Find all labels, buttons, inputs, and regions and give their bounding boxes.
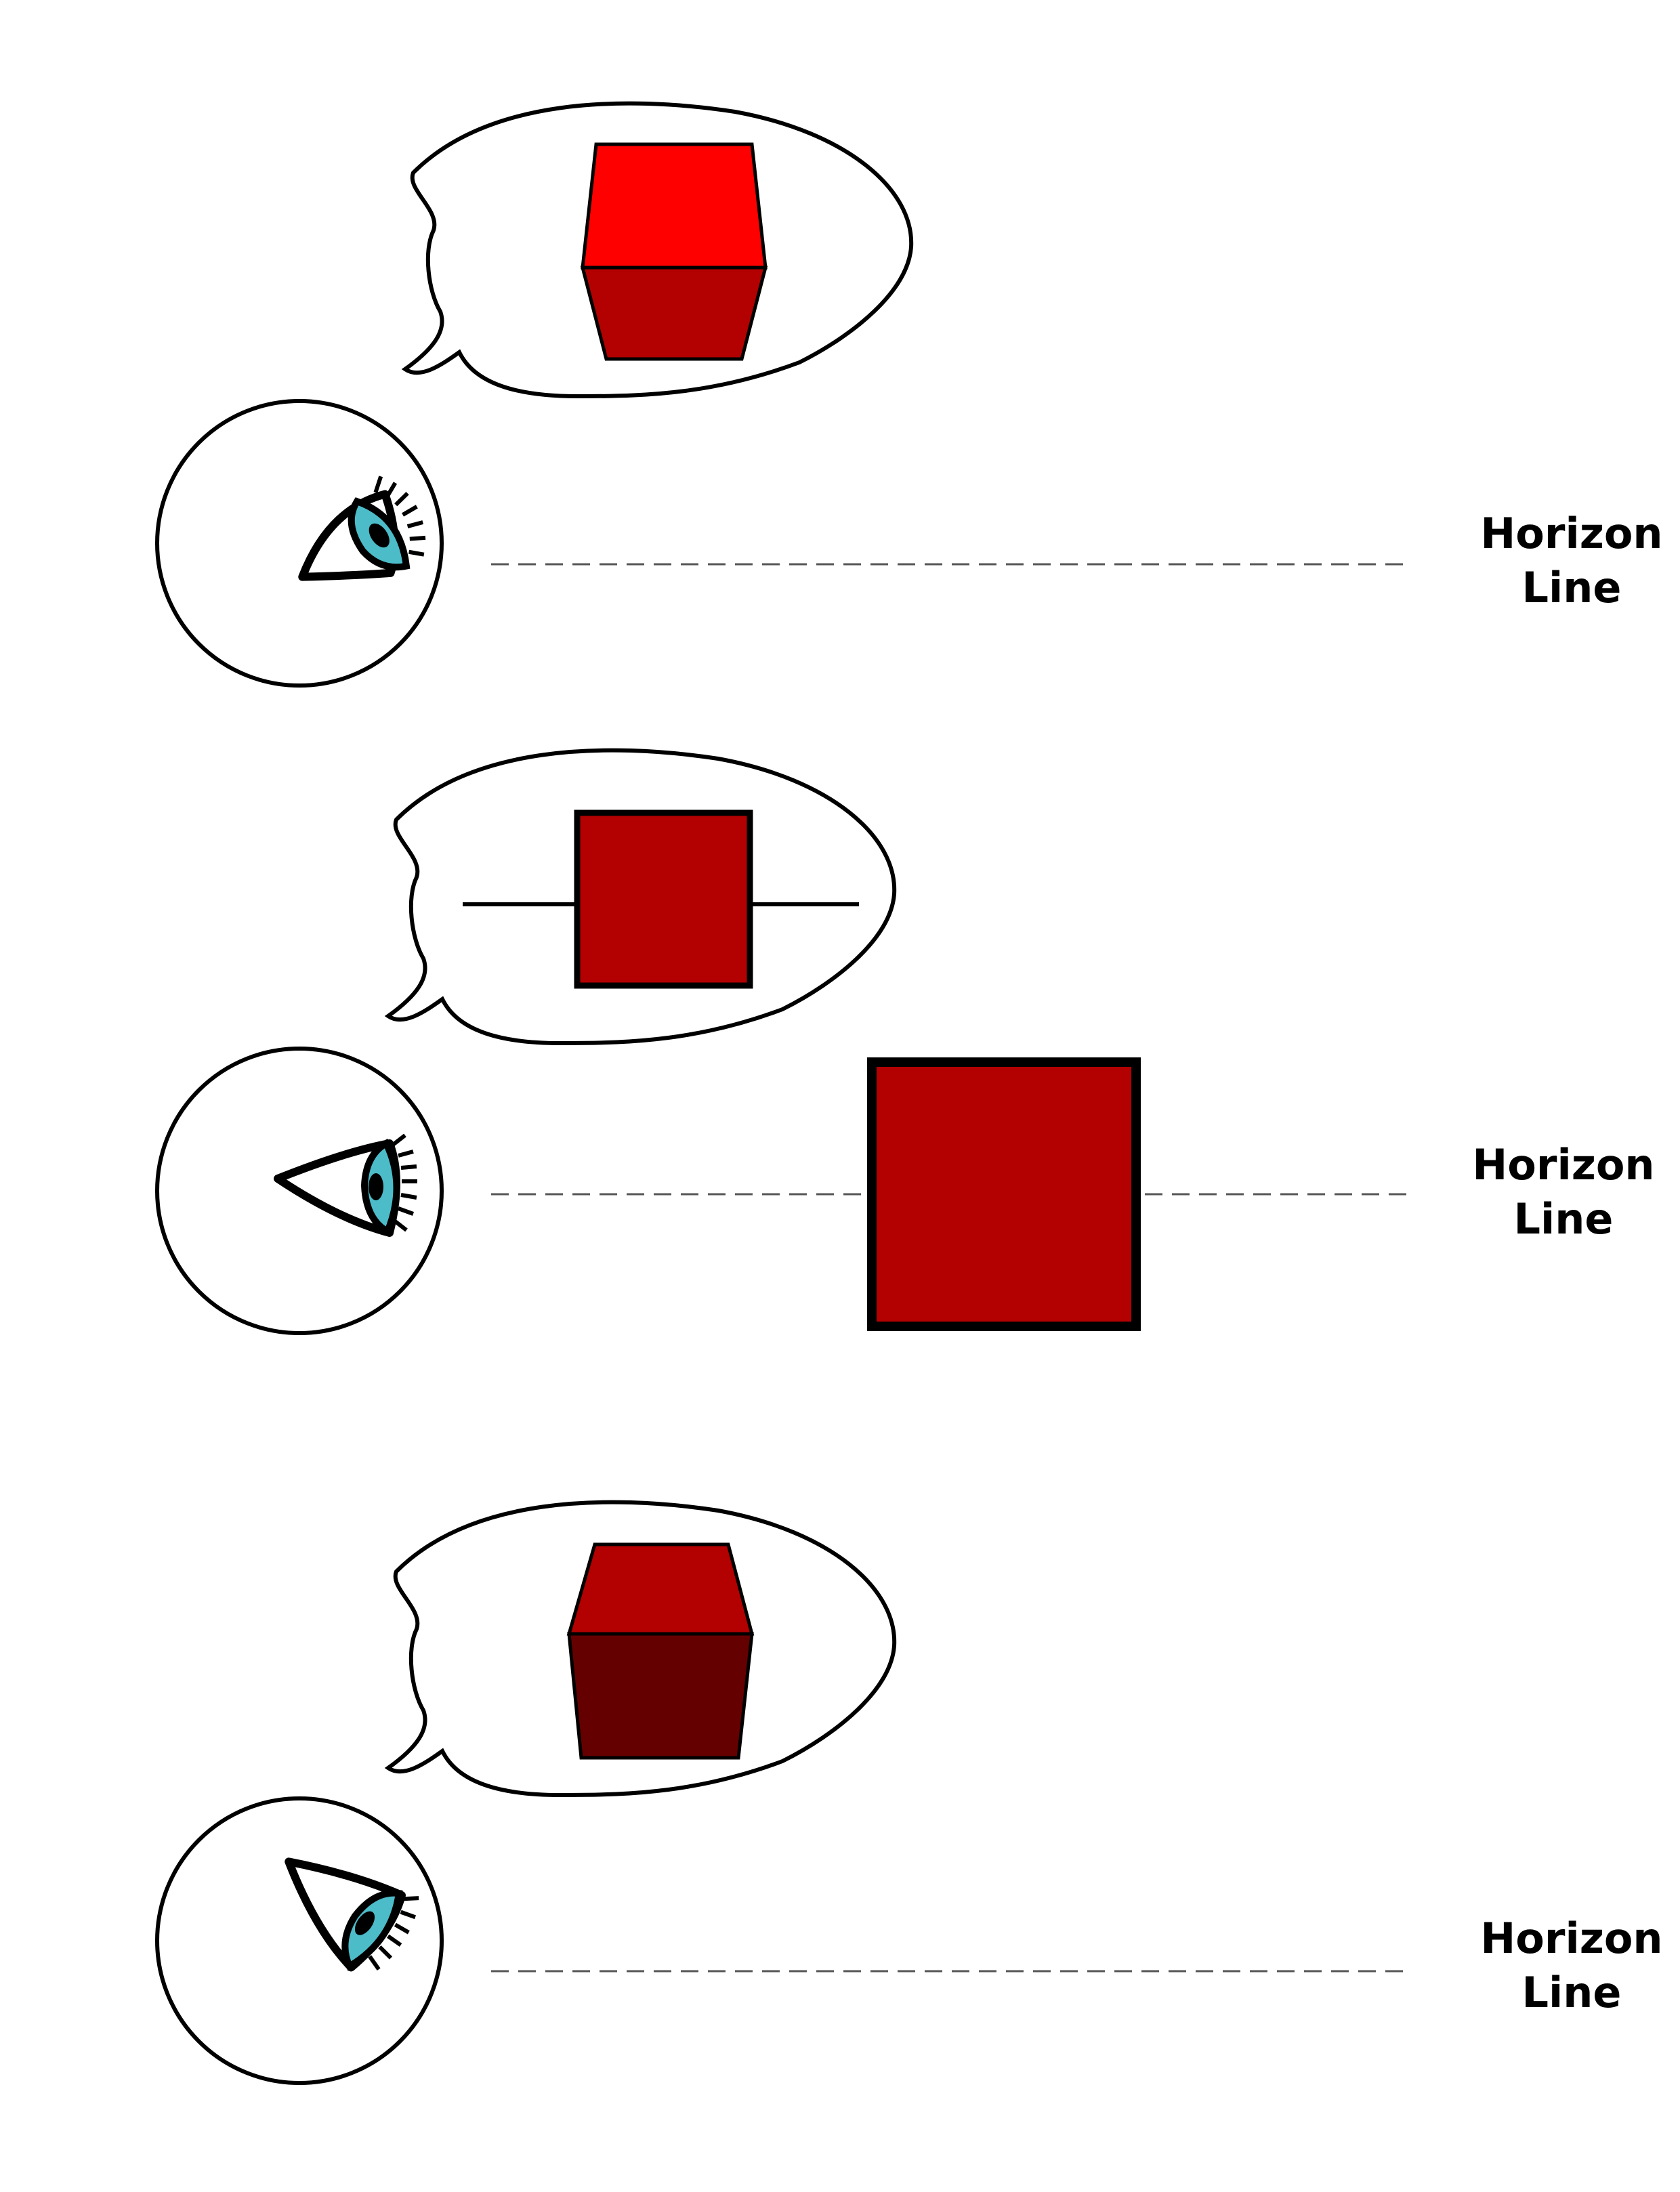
eye-circle xyxy=(155,399,444,688)
eye-circle xyxy=(155,1796,444,2085)
eye-icon xyxy=(274,1133,417,1237)
cube-front-face xyxy=(567,1632,754,1760)
thought-bubble xyxy=(384,1500,897,1798)
cube-front-face xyxy=(581,142,768,270)
eye-icon xyxy=(298,476,426,581)
horizon-label-word2: Line xyxy=(1521,563,1622,612)
cube-front-face-large xyxy=(867,1057,1141,1331)
cube-top-face xyxy=(566,1542,755,1636)
panel-view-level xyxy=(155,748,1409,1335)
horizon-label-word1: Horizon xyxy=(1480,1914,1663,1963)
cube-bottom-face xyxy=(580,266,768,361)
horizon-label-word1: Horizon xyxy=(1480,509,1663,558)
panel-view-above xyxy=(155,101,1409,688)
horizon-label-bottom: Horizon Line xyxy=(1470,1912,1673,2020)
horizon-label-middle: Horizon Line xyxy=(1462,1138,1665,1246)
horizon-label-top: Horizon Line xyxy=(1470,507,1673,615)
horizon-label-word2: Line xyxy=(1521,1968,1622,2017)
panel-view-below xyxy=(155,1500,1409,2085)
horizon-label-word1: Horizon xyxy=(1472,1140,1655,1189)
horizon-label-word2: Line xyxy=(1513,1194,1614,1244)
eye-icon xyxy=(285,1857,419,1972)
thought-bubble xyxy=(384,748,897,1046)
cube-front-face-small xyxy=(574,809,753,989)
thought-bubble xyxy=(401,101,914,399)
